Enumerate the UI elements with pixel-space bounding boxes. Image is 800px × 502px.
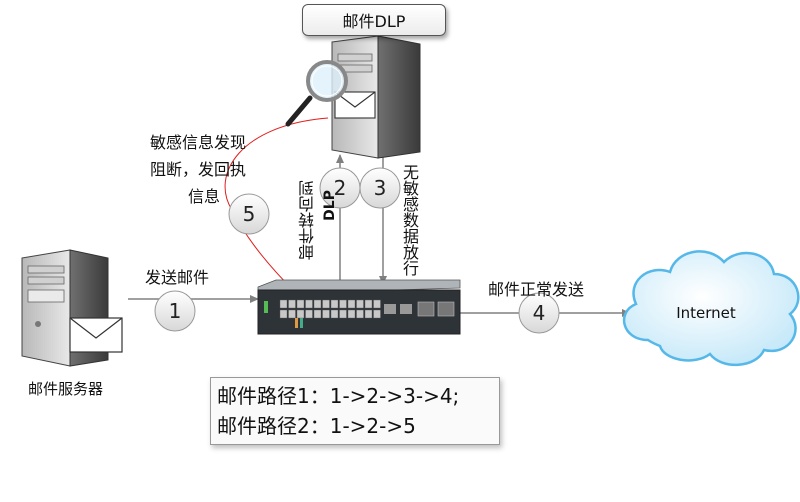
switch-port: [339, 299, 347, 309]
dlp-title: 邮件DLP: [342, 12, 406, 31]
step-1: 1: [154, 290, 196, 332]
switch-port: [305, 299, 313, 309]
mail-path-1: 邮件路径1：1->2->3->4;: [217, 384, 460, 408]
switch-port: [373, 299, 381, 309]
switch-port: [356, 299, 364, 309]
mail-path-box: 邮件路径1：1->2->3->4; 邮件路径2：1->2->5: [210, 377, 500, 445]
sensitive-info-line1: 敏感信息发现: [150, 133, 247, 152]
internet-label: Internet: [676, 304, 736, 322]
normal-send-label: 邮件正常发送: [488, 280, 585, 299]
switch-port: [364, 299, 373, 309]
switch-port: [330, 309, 339, 319]
mail-server-label: 邮件服务器: [28, 380, 104, 398]
step-2: 2: [319, 167, 361, 209]
switch-port: [279, 299, 288, 309]
switch-port: [313, 299, 322, 309]
internet-cloud-icon: [622, 250, 800, 367]
step-4-number: 4: [533, 301, 546, 325]
switch-port: [330, 299, 339, 309]
step-3-number: 3: [374, 176, 387, 200]
switch-port: [322, 309, 330, 319]
dlp-title-box: 邮件DLP: [302, 4, 446, 36]
switch-port: [373, 309, 381, 319]
magnifier-icon: [285, 60, 348, 127]
redirect-dlp-label: DLP: [322, 190, 338, 221]
step-5: 5: [228, 193, 270, 235]
redirect-label: 邮件转向到: [298, 180, 317, 260]
switch-port: [305, 309, 313, 319]
step-4: 4: [518, 292, 560, 334]
sensitive-info-line2: 阻断，发回执: [150, 160, 247, 179]
step-5-number: 5: [243, 202, 256, 226]
send-mail-label: 发送邮件: [145, 268, 210, 287]
switch-port: [347, 309, 356, 319]
switch-port: [288, 299, 296, 309]
switch-port: [288, 309, 296, 319]
switch-port: [313, 309, 322, 319]
switch-port: [322, 299, 330, 309]
sensitive-info-line3: 信息: [188, 187, 221, 206]
switch-port: [296, 309, 305, 319]
switch-port: [347, 299, 356, 309]
mail-server-icon: [21, 249, 123, 367]
switch-ports: [279, 299, 381, 319]
switch-port: [339, 309, 347, 319]
step-2-number: 2: [334, 176, 347, 200]
switch-port: [296, 299, 305, 309]
step-3: 3: [359, 167, 401, 209]
mail-envelope-icon: [69, 317, 123, 353]
switch-port: [279, 309, 288, 319]
switch-port: [356, 309, 364, 319]
mail-path-2: 邮件路径2：1->2->5: [217, 414, 416, 438]
dlp-server-icon: [285, 35, 421, 159]
step-1-number: 1: [169, 299, 182, 323]
arrow-dlp-block-return: [224, 117, 329, 292]
network-switch-icon: [257, 279, 461, 335]
no-sensitive-label: 无敏感数据放行: [400, 164, 419, 276]
switch-port: [364, 309, 373, 319]
dlp-mail-envelope-icon: [334, 91, 376, 119]
